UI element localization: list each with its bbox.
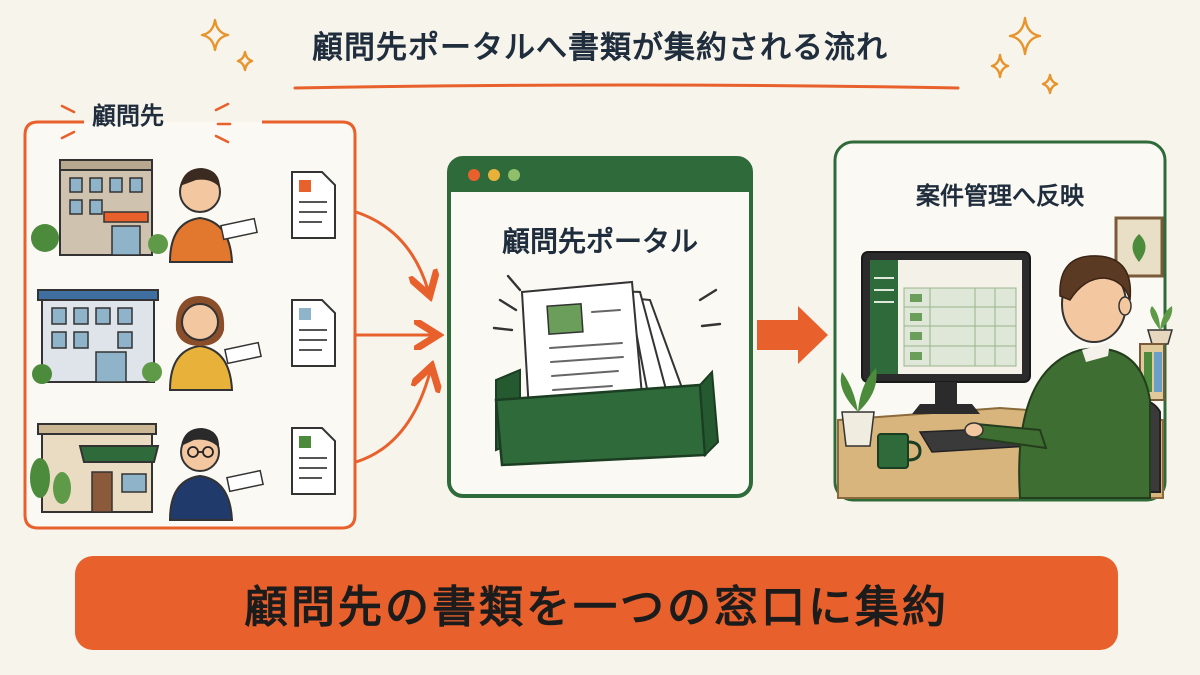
document-icon [291,171,336,239]
document-icon [291,299,336,367]
person-icon [168,296,262,391]
person-icon [964,255,1151,499]
title-underline [293,83,960,90]
sparkle-icon [200,16,1059,95]
banner-text: 顧問先の書類を一つの窓口に集約 [244,582,949,633]
client-row-1 [31,159,336,263]
portal-label: 顧問先ポータル [501,225,698,258]
client-row-2 [32,289,336,391]
page-title: 顧問先ポータルへ書類が集約される流れ [312,30,888,66]
office-building-icon [32,289,162,384]
person-icon [168,428,264,521]
bottom-banner [75,556,1118,650]
arrow-icon [354,210,432,464]
reflect-label: 案件管理へ反映 [916,182,1084,210]
mug-icon [877,433,922,469]
framed-plant-icon [1114,216,1164,278]
monitor-icon [861,251,1031,414]
document-icon [291,427,336,495]
arrow-icon [757,306,828,364]
office-building-icon [31,159,168,256]
client-row-3 [30,423,336,521]
clients-label: 顧問先 [92,102,164,130]
document-tray-icon [492,274,722,467]
plant-icon [840,368,877,447]
shop-building-icon [30,423,160,513]
plant-icon [1147,306,1173,345]
person-icon [168,168,258,263]
